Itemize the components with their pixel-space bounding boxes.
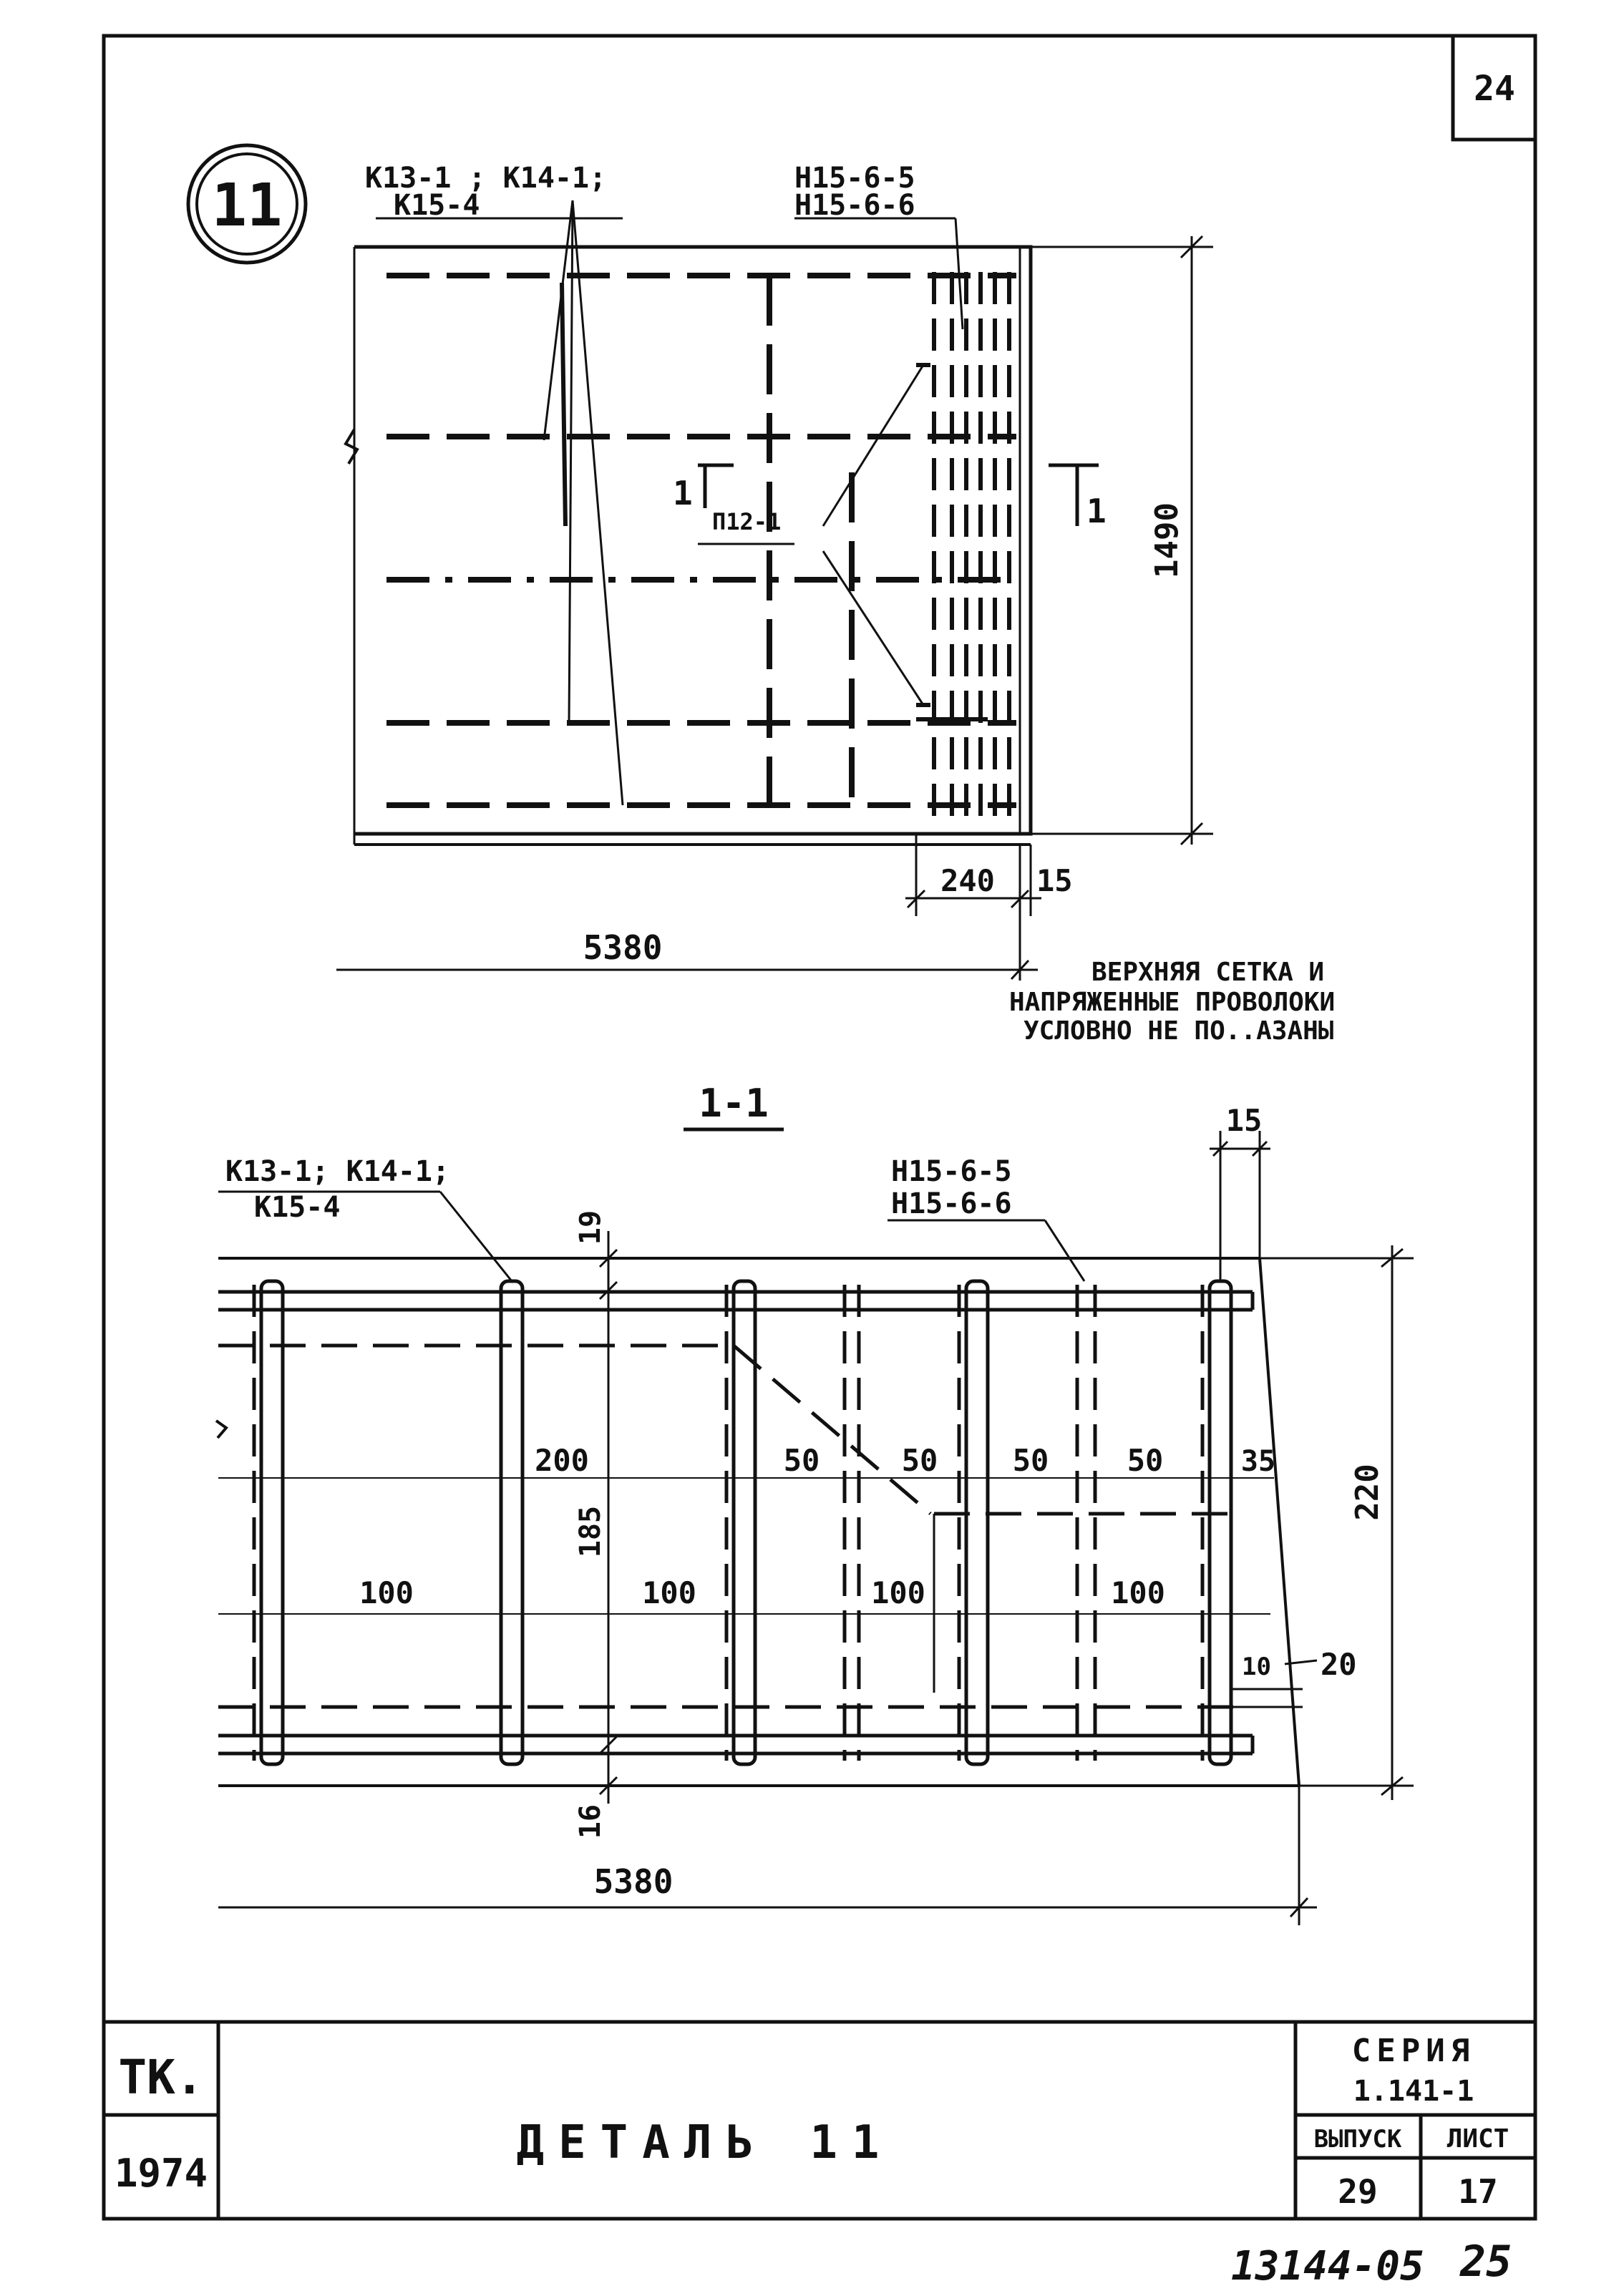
section-spacing-100-a: 100 [359,1575,414,1610]
section-length-dimension: 5380 [594,1862,674,1901]
drawing-title: ДЕТАЛЬ 11 [517,2116,894,2169]
section-spacing-100-b: 100 [642,1575,696,1610]
title-block: ТК. 1974 ДЕТАЛЬ 11 СЕРИЯ 1.141-1 ВЫПУСК … [115,2033,1509,2211]
section-top-cover-dimension: 19 [574,1210,607,1245]
year: 1974 [115,2151,208,2196]
plan-note-line3: УСЛОВНО НЕ ПО..АЗАНЫ [1023,1016,1333,1046]
issue-value: 29 [1338,2172,1377,2211]
section-1-1: 1-1 [215,1081,1414,1925]
bottom-page-number: 25 [1459,2237,1512,2287]
section-spacing-50-d: 50 [1127,1443,1164,1478]
plan-height-dimension: 1490 [1149,502,1185,578]
section-top-gap-dimension: 15 [1226,1103,1263,1138]
sheet-value: 17 [1458,2172,1497,2211]
detail-marker: 11 [186,143,308,265]
plan-k-label-line1: K13-1 ; K14-1; [365,162,606,195]
section-bottom-cover-dimension: 16 [574,1804,607,1839]
section-n-label-line1: H15-6-5 [891,1155,1012,1188]
section-spacing-100-d: 100 [1111,1575,1165,1610]
sheet-label: ЛИСТ [1447,2124,1509,2154]
plan-end-zone-dimension: 240 [940,863,995,898]
plan-p-label: П12-1 [712,508,781,535]
plan-view: K13-1 ; K14-1; K15-4 H15-6-5 H15-6-6 П12… [336,162,1335,1046]
section-spacing-200: 200 [535,1443,589,1478]
section-total-height-dimension: 220 [1349,1464,1386,1520]
plan-note-line1: ВЕРХНЯЯ СЕТКА И [1091,958,1324,987]
section-k-label-line1: K13-1; K14-1; [225,1155,449,1188]
section-cut-right-number: 1 [1086,492,1107,530]
section-small-10-dimension: 10 [1242,1653,1271,1681]
section-title: 1-1 [699,1081,769,1126]
section-cut-marker-left [698,463,734,508]
section-spacing-50-b: 50 [902,1443,938,1478]
section-inner-height-dimension: 185 [574,1506,607,1557]
sheet-frame [102,34,1537,2221]
plan-n-label-line2: H15-6-6 [794,189,915,222]
plan-k-label-line2: K15-4 [394,189,480,222]
section-cut-left-number: 1 [673,474,693,512]
section-small-20-dimension: 20 [1321,1647,1357,1682]
series-label: СЕРИЯ [1352,2033,1475,2069]
section-k-label-line2: K15-4 [254,1191,340,1224]
plan-n-label-line1: H15-6-5 [794,162,915,195]
section-spacing-100-c: 100 [871,1575,925,1610]
plan-end-gap-dimension: 15 [1036,863,1073,898]
section-spacing-35: 35 [1241,1445,1275,1478]
section-n-label-line2: H15-6-6 [891,1187,1012,1220]
corner-page-number: 24 [1474,69,1515,109]
series-value: 1.141-1 [1353,2075,1474,2108]
section-cut-marker-right [1049,463,1099,526]
bottom-stamp: 13144-05 [1231,2243,1424,2290]
detail-marker-number: 11 [212,172,283,240]
section-spacing-50-a: 50 [784,1443,820,1478]
org-code: ТК. [118,2050,203,2105]
section-spacing-50-c: 50 [1013,1443,1049,1478]
plan-length-dimension: 5380 [583,928,663,967]
plan-note-line2: НАПРЯЖЕННЫЕ ПРОВОЛОКИ [1009,988,1335,1017]
issue-label: ВЫПУСК [1314,2125,1402,2154]
